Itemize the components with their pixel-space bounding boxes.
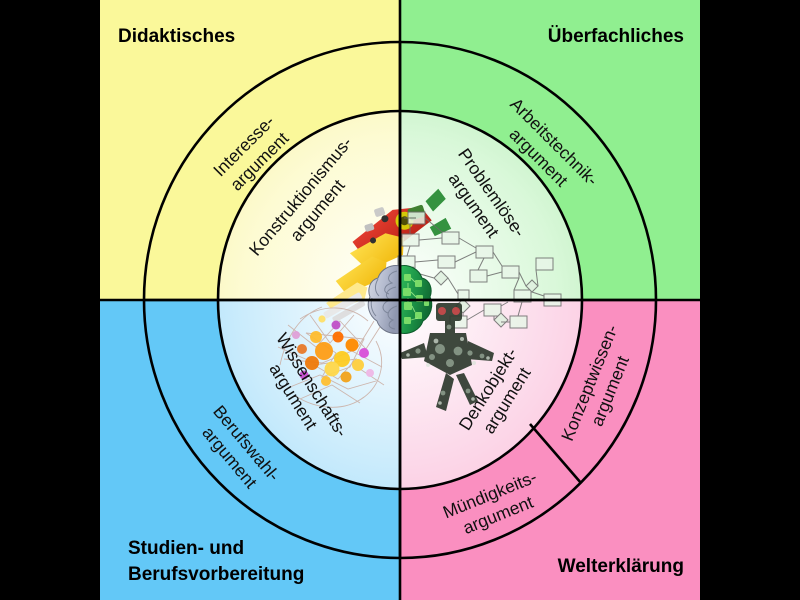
quadrant-label-welterklaerung: Welterklärung [558, 556, 684, 577]
lego-robot-image [323, 188, 452, 323]
left-letterbox-bar [0, 0, 100, 600]
outer-ring-radial-divider [529, 423, 582, 484]
robot-figure-image [400, 303, 494, 411]
quadrant-label-ueberfachliches: Überfachliches [548, 26, 684, 47]
right-letterbox-bar [700, 0, 800, 600]
diagram-outlines [100, 0, 700, 600]
quadrant-label-studien-line1: Studien- und [128, 538, 244, 559]
quadrant-labels: Didaktisches Überfachliches Studien- und… [118, 26, 684, 585]
molecule-cluster-image [277, 306, 385, 408]
inner-fill-ueberfachliches [400, 111, 582, 300]
quadrant-label-didaktisches: Didaktisches [118, 26, 235, 47]
quadrant-label-studien-line2: Berufsvorbereitung [128, 564, 304, 585]
